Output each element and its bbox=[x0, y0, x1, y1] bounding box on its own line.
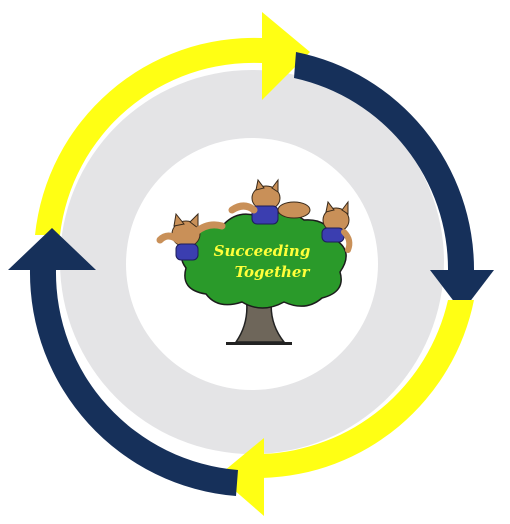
cat-icon bbox=[228, 178, 311, 225]
cycle-arrow-icon bbox=[8, 228, 239, 496]
cycle-arrow-icon bbox=[294, 52, 494, 312]
cat-icon bbox=[321, 200, 353, 253]
cycle-arrow-icon bbox=[218, 300, 474, 516]
cycle-arrow-icon bbox=[35, 12, 310, 235]
logo-line-1: Succeeding bbox=[214, 242, 311, 260]
tree-icon bbox=[180, 211, 347, 345]
cat-icon bbox=[156, 212, 226, 261]
logo-line-2: Together bbox=[235, 263, 311, 281]
